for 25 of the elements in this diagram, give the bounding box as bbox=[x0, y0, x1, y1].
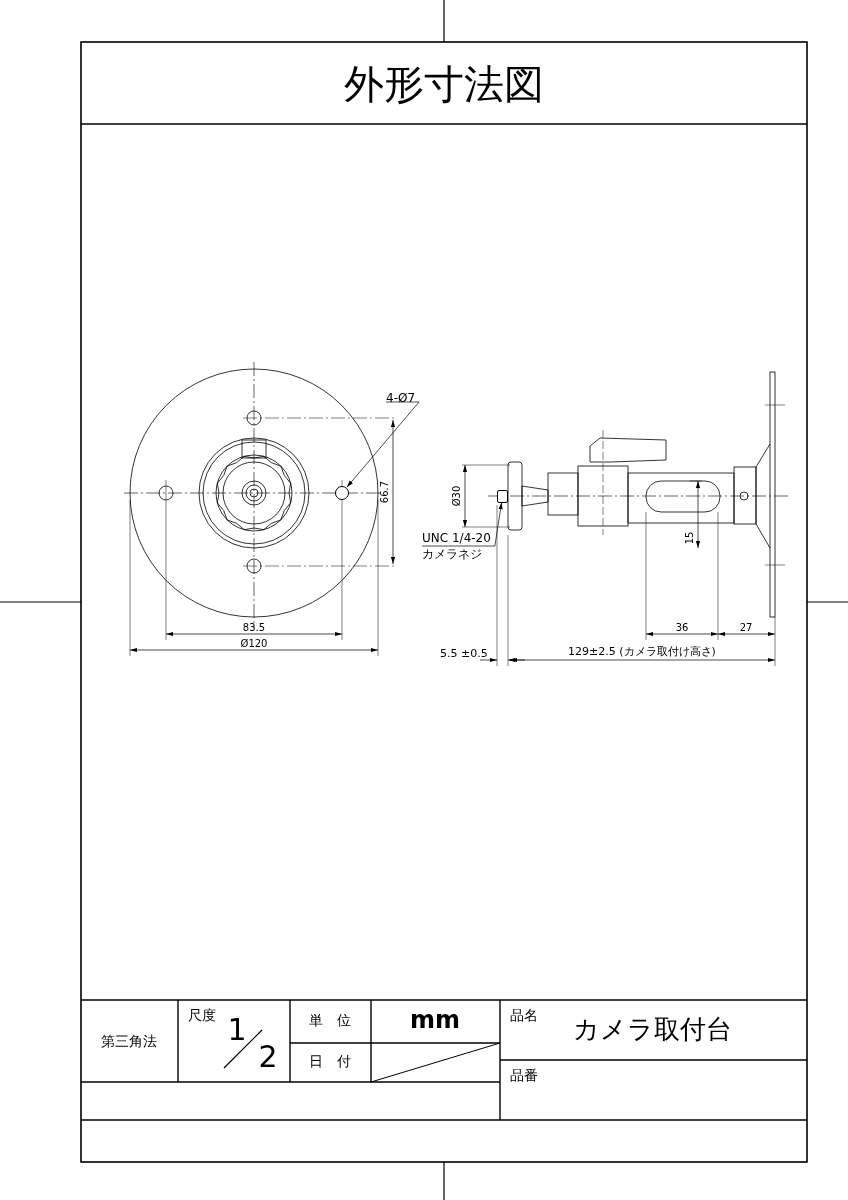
dimension-text: 83.5 bbox=[242, 623, 266, 633]
table-text: 第三角法 bbox=[101, 1034, 157, 1048]
table-text: 尺度 bbox=[188, 1008, 216, 1022]
leader-text: 4-Ø7 bbox=[386, 392, 416, 404]
screw bbox=[497, 490, 508, 503]
table-text: 品番 bbox=[510, 1068, 538, 1082]
leader-text: UNC 1/4-20 bbox=[422, 532, 491, 547]
table-text: 単 位 bbox=[308, 1013, 352, 1027]
dimension-text: 66.7 bbox=[380, 480, 390, 504]
dimension-text: 36 bbox=[675, 623, 689, 633]
dimension-text: 15 bbox=[685, 531, 695, 545]
leader-text: カメラネジ bbox=[422, 548, 483, 560]
scale-numerator: 1 bbox=[227, 1015, 247, 1045]
table-text: カメラ取付台 bbox=[572, 1016, 732, 1042]
table-text: 日 付 bbox=[308, 1054, 352, 1068]
scale-denominator: 2 bbox=[258, 1042, 278, 1072]
table-text: mm bbox=[410, 1008, 460, 1032]
dimension-text: Ø30 bbox=[452, 485, 462, 507]
dimension-text: Ø120 bbox=[240, 639, 268, 649]
dimension-text: 129±2.5 (カメラ取付け高さ) bbox=[568, 646, 716, 657]
table-text: 品名 bbox=[510, 1008, 538, 1022]
dimension-text: 5.5 ±0.5 bbox=[440, 648, 488, 659]
drawing-title: 外形寸法図 bbox=[343, 64, 545, 104]
dimension-text: 27 bbox=[739, 623, 753, 633]
mounting-hole bbox=[335, 486, 349, 500]
